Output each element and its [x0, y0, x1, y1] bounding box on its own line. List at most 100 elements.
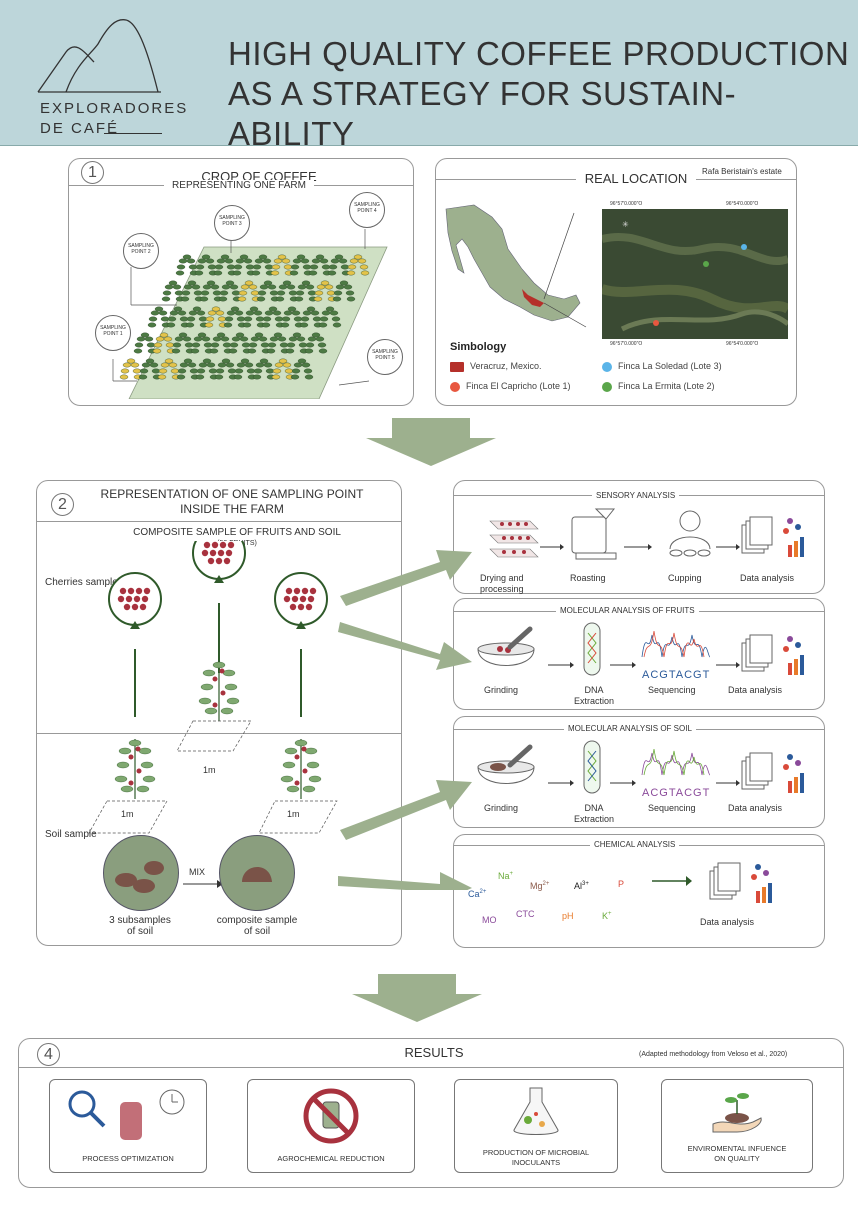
coffee-plant [119, 358, 143, 380]
location-panel: REAL LOCATION Rafa Beristain's estate ✳ … [435, 158, 797, 406]
location-title: REAL LOCATION [576, 171, 696, 186]
chemical-charge: 2+ [542, 881, 550, 887]
sensory-panel: SENSORY ANALYSIS Drying and processing R… [453, 480, 825, 594]
fruits-arrows [548, 662, 740, 668]
cherry-sample-circle [192, 541, 246, 580]
soil-composite-circle [219, 835, 295, 911]
coffee-plant [332, 280, 356, 302]
sensory-step-4: Data analysis [740, 573, 795, 583]
logo-text-line1: EXPLORADORES [40, 100, 189, 117]
coord-bottom-left: 96°57'0.000"O [610, 341, 643, 347]
coffee-plant [327, 254, 351, 276]
results-panel: 4 RESULTS (Adapted methodology from Velo… [18, 1038, 844, 1188]
logo-underline [104, 133, 162, 134]
step-number-2: 2 [51, 493, 74, 516]
soil-step-1: Grinding [484, 803, 519, 813]
coffee-plant [247, 332, 271, 354]
soil-subsamples-icon [115, 861, 164, 893]
down-arrow-2 [352, 974, 482, 1022]
mexico-map-icon [445, 204, 587, 328]
mix-arrow-icon [183, 880, 223, 888]
sampled-coffee-plant [198, 661, 240, 721]
cherry-sample-circle [274, 572, 328, 626]
mix-label: MIX [189, 867, 206, 877]
sampled-coffee-plant [114, 739, 156, 799]
coffee-plant [199, 280, 223, 302]
no-agrochemicals-icon [303, 1088, 359, 1144]
soil-seq-text: ACGTACGT [642, 787, 711, 799]
results-divider [19, 1067, 843, 1068]
distance-label-2: 1m [203, 765, 216, 775]
fruits-step-4: Data analysis [728, 685, 783, 695]
coffee-plant [290, 358, 314, 380]
soil-panel: MOLECULAR ANALYSIS OF SOIL ACGTACGT Grin… [453, 716, 825, 828]
legend-title: Simbology [450, 341, 507, 353]
soil-label: Soil sample [45, 829, 97, 840]
step-number-1: 1 [81, 161, 104, 184]
result-label-2: AGROCHEMICAL REDUCTION [277, 1154, 385, 1163]
coord-top-left: 96°57'0.000"O [610, 201, 643, 207]
data-analysis-icon-chemical [709, 862, 772, 903]
chemical-arrow [652, 876, 692, 886]
chemical-charge: 3+ [582, 881, 589, 887]
distance-label-1: 1m [121, 809, 134, 819]
coffee-plant [318, 306, 342, 328]
sequencing-icon-soil [641, 748, 711, 776]
title-line1: HIGH QUALITY COFFEE PRODUCTION [228, 35, 850, 72]
sensory-title: SENSORY ANALYSIS [592, 491, 680, 500]
result-agrochemical-reduction: AGROCHEMICAL REDUCTION [247, 1079, 415, 1173]
chemical-element: pH [562, 911, 574, 921]
magnifier-icon [68, 1089, 185, 1140]
chemical-element: P [618, 879, 625, 889]
sampling-panel: 2 REPRESENTATION OF ONE SAMPLING POINT I… [36, 480, 402, 946]
sensory-arrows [540, 544, 740, 550]
data-analysis-icon-fruits [741, 634, 804, 675]
coffee-plant [152, 332, 176, 354]
soil-step-4: Data analysis [728, 803, 783, 813]
coffee-plant [185, 306, 209, 328]
results-credit: (Adapted methodology from Veloso et al.,… [639, 1051, 788, 1058]
fruits-panel: MOLECULAR ANALYSIS OF FRUITS ACGTACGT Gr… [453, 598, 825, 710]
logo-text-line2: DE CAFÉ [40, 120, 120, 137]
legend-capricho: Finca El Capricho (Lote 1) [450, 381, 571, 392]
coffee-plant [133, 332, 157, 354]
coffee-plant [161, 280, 185, 302]
coffee-plant [304, 332, 328, 354]
coffee-plant [285, 332, 309, 354]
farm-field-diagram [112, 229, 388, 399]
cupping-icon [669, 510, 711, 557]
result-environmental-influence: ENVIROMENTAL INFUENCE ON QUALITY [661, 1079, 813, 1173]
fruits-title: MOLECULAR ANALYSIS OF FRUITS [556, 606, 699, 615]
result-process-optimization: PROCESS OPTIMIZATION [49, 1079, 207, 1173]
coffee-plant [213, 254, 237, 276]
down-arrow-1 [366, 418, 496, 466]
step-number-4: 4 [37, 1043, 60, 1066]
coffee-plant [299, 306, 323, 328]
mountain-logo-icon [37, 19, 161, 93]
composite-title: COMPOSITE SAMPLE OF FRUITS AND SOIL [133, 527, 341, 538]
roaster-icon [571, 508, 617, 560]
sampling-divider-top [37, 521, 401, 522]
coffee-plant [180, 280, 204, 302]
coffee-plant [228, 332, 252, 354]
coffee-plant [237, 280, 261, 302]
page-title: HIGH QUALITY COFFEE PRODUCTION AS A STRA… [228, 34, 858, 154]
sampling-point-2: SAMPLING POINT 2 [123, 233, 159, 269]
crop-panel: 1 CROP OF COFFEE REPRESENTING ONE FARM S… [68, 158, 414, 406]
fruits-step-3: Sequencing [648, 685, 696, 695]
legend-veracruz: Veracruz, Mexico. [450, 361, 542, 372]
coffee-plant [346, 254, 370, 276]
chemical-element: K+ [602, 911, 612, 921]
chemical-charge: + [608, 911, 612, 917]
chemical-element: CTC [516, 909, 535, 919]
result-label-1: PROCESS OPTIMIZATION [82, 1154, 174, 1163]
sampled-coffee-plant [280, 739, 322, 799]
cherries-label: Cherries sample [45, 577, 118, 588]
soil-arrows [548, 780, 740, 786]
coord-bottom-right: 96°54'0.000"O [726, 341, 759, 347]
chemical-title: CHEMICAL ANALYSIS [590, 840, 680, 849]
distance-label-3: 1m [287, 809, 300, 819]
data-analysis-icon [741, 516, 804, 557]
connector-arrows [338, 550, 472, 890]
